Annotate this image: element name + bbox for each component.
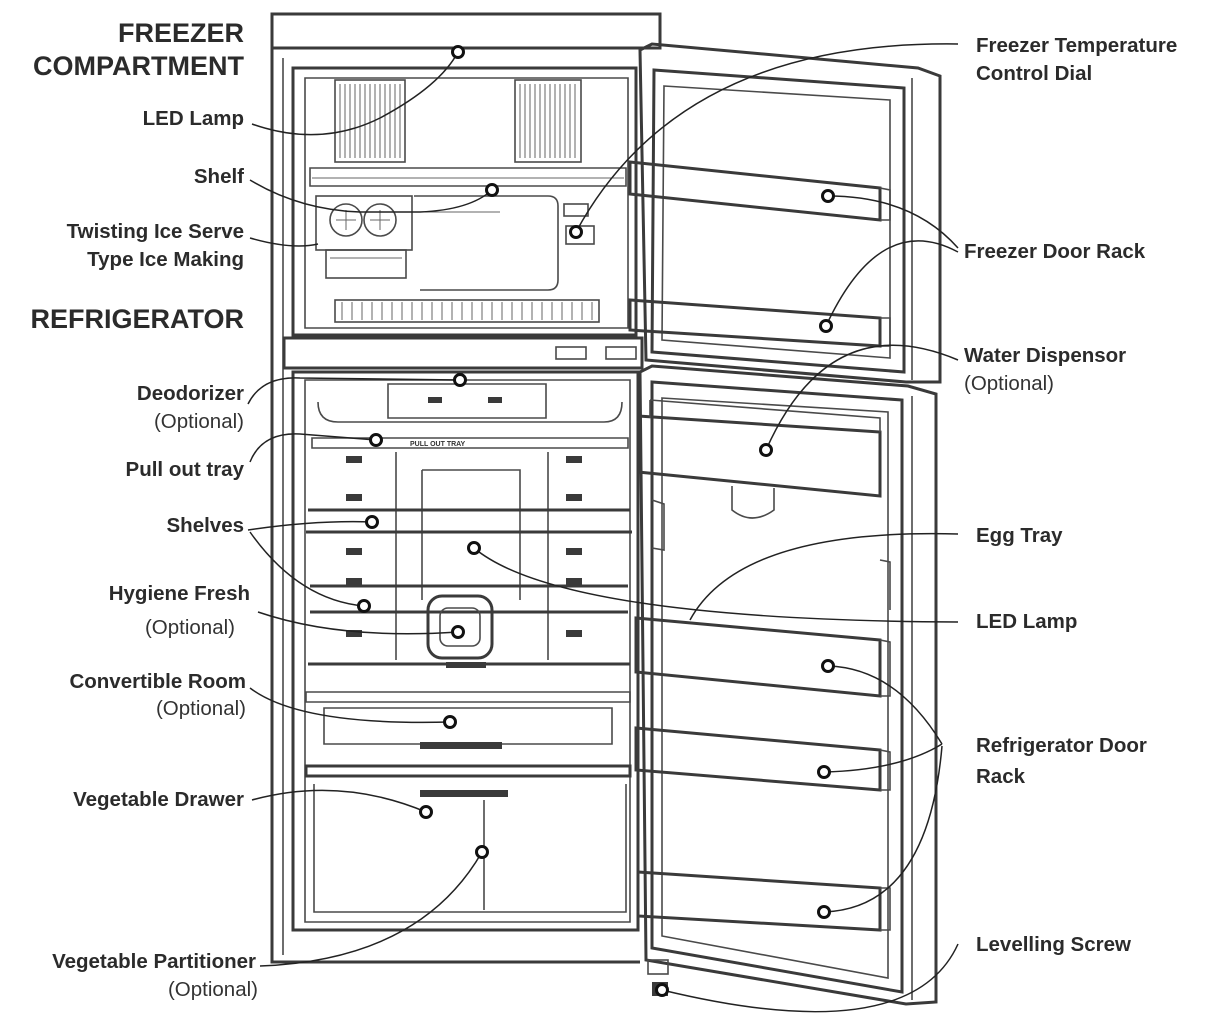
dot-pull-out-tray [369,433,383,447]
leader-fridge-rack-3 [823,745,943,913]
ice-maker [315,195,413,279]
leader-water-dispensor [765,344,959,451]
label-hygiene-fresh-optional: (Optional) [145,616,235,639]
label-hygiene-fresh: Hygiene Fresh [109,582,250,605]
label-convertible-room-optional: (Optional) [156,697,246,720]
freezer-interior [309,79,627,323]
refrigerator-interior: PULL OUT TRAY [304,383,632,913]
dot-vegetable-partitioner [475,845,489,859]
leader-convertible-room [249,687,451,724]
section-freezer-line2: COMPARTMENT [33,51,244,81]
dot-fridge-rack-2 [817,765,831,779]
left-labels: LED Lamp Shelf Twisting Ice Serve Type I… [52,107,258,1001]
label-vegetable-partitioner-optional: (Optional) [168,978,258,1001]
leader-lines [247,43,959,1013]
section-freezer-line1: FREEZER [118,18,244,48]
dot-led-lamp-fridge [467,541,481,555]
label-ice-line1: Twisting Ice Serve [67,220,244,243]
dot-shelves-lower [357,599,371,613]
label-vegetable-partitioner: Vegetable Partitioner [52,950,256,973]
dot-freezer-rack-upper [821,189,835,203]
label-deodorizer: Deodorizer [137,382,244,405]
leader-freezer-rack-lower [825,240,959,327]
leader-ice-maker [249,237,319,247]
label-vegetable-drawer: Vegetable Drawer [73,788,244,811]
dot-shelves-upper [365,515,379,529]
dot-levelling-screw [655,983,669,997]
leader-shelves-lower [249,531,365,607]
callout-dots [357,45,835,997]
leader-shelves-upper [247,520,373,531]
label-fridge-rack-line2: Rack [976,765,1026,788]
label-freezer-door-rack: Freezer Door Rack [964,240,1146,263]
leader-vegetable-partitioner [259,851,483,967]
pull-out-tray: PULL OUT TRAY [311,401,629,449]
label-convertible-room: Convertible Room [69,670,246,693]
label-led-lamp-freezer: LED Lamp [143,107,244,130]
refrigerator-door [634,364,938,1006]
leader-fridge-rack-1 [827,665,943,745]
leader-levelling-screw [661,943,959,1013]
glass-shelves [306,508,632,666]
leader-shelf [249,179,493,213]
convertible-room [305,691,631,749]
label-led-lamp-fridge: LED Lamp [976,610,1077,633]
label-shelf: Shelf [194,165,244,188]
leader-led-lamp-freezer [251,51,459,136]
label-ice-line2: Type Ice Making [87,248,244,271]
dot-deodorizer [453,373,467,387]
water-dispenser-unit [636,399,882,519]
dot-vegetable-drawer [419,805,433,819]
fridge-body [270,12,662,964]
label-egg-tray: Egg Tray [976,524,1063,547]
leader-vegetable-drawer [251,789,427,813]
leader-fridge-rack-2 [823,743,943,773]
dot-freezer-rack-lower [819,319,833,333]
section-refrigerator: REFRIGERATOR [30,304,244,334]
leader-egg-tray [689,532,959,621]
dot-shelf [485,183,499,197]
leader-hygiene-fresh [257,611,459,635]
dot-led-lamp-freezer [451,45,465,59]
label-water-dispensor: Water Dispensor [964,344,1126,367]
label-freezer-temp-line2: Control Dial [976,62,1092,85]
freezer-vent-right [514,79,582,163]
label-water-dispensor-optional: (Optional) [964,372,1054,395]
label-deodorizer-optional: (Optional) [154,410,244,433]
label-shelves: Shelves [167,514,245,537]
dot-freezer-temp [569,225,583,239]
freezer-door [628,42,942,384]
freezer-vent-left [334,79,406,163]
leader-pull-out-tray [249,433,377,463]
label-freezer-temp-line1: Freezer Temperature [976,34,1177,57]
tray-marking: PULL OUT TRAY [410,441,466,448]
dot-convertible-room [443,715,457,729]
vegetable-drawer [304,764,632,913]
label-levelling-screw: Levelling Screw [976,933,1131,956]
leader-led-lamp-fridge [473,547,959,623]
leader-freezer-temp [575,43,959,233]
dot-water-dispensor [759,443,773,457]
dot-fridge-rack-3 [817,905,831,919]
dot-fridge-rack-1 [821,659,835,673]
dot-hygiene-fresh [451,625,465,639]
leader-freezer-rack-upper [827,195,959,249]
right-labels: Freezer Temperature Control Dial Freezer… [964,34,1177,956]
section-titles: FREEZER COMPARTMENT REFRIGERATOR [30,18,244,334]
hygiene-fresh-unit [426,594,494,668]
label-pull-out-tray: Pull out tray [126,458,245,481]
leader-deodorizer [247,377,461,405]
shelf-supports [346,456,582,637]
label-fridge-rack-line1: Refrigerator Door [976,734,1147,757]
